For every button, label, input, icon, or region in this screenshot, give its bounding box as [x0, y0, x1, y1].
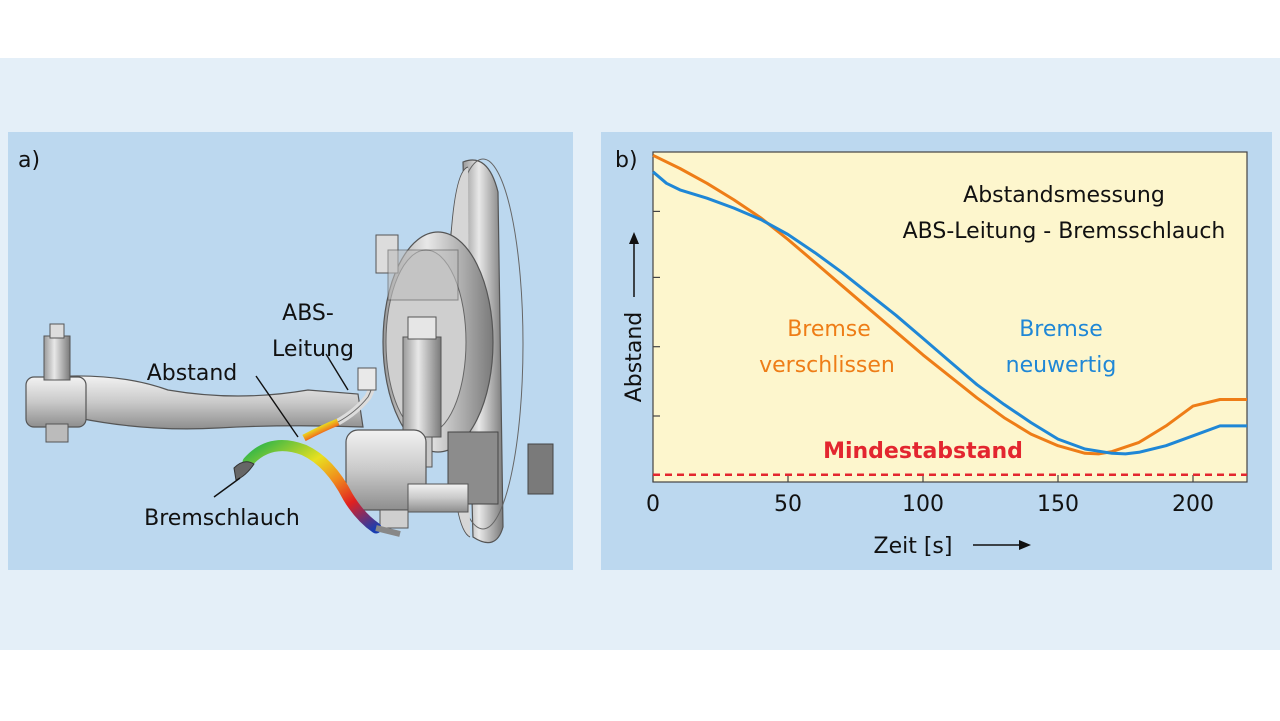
worn-series-label-2: verschlissen — [759, 353, 895, 378]
y-axis-label: Abstand — [622, 312, 647, 403]
min-distance-label: Mindestabstand — [823, 439, 1023, 464]
panel-b: b) 0 50 100 150 200 Abstandsmessung ABS-Leit… — [601, 132, 1272, 570]
x-tick-label: 100 — [902, 492, 944, 517]
panel-b-label: b) — [615, 148, 638, 173]
y-axis-ticks — [653, 210, 660, 417]
worn-series-label-1: Bremse — [787, 317, 871, 342]
abs-line-label-2: Leitung — [272, 337, 354, 362]
distance-chart: 0 50 100 150 200 Abstandsmessung ABS-Leitung… — [622, 151, 1248, 559]
plot-area — [652, 151, 1248, 483]
chart-title-line-1: Abstandsmessung — [963, 183, 1165, 208]
hose-leader-line — [213, 477, 241, 498]
panel-a: a) — [8, 132, 573, 570]
distance-label: Abstand — [147, 361, 238, 386]
panel-a-label: a) — [18, 148, 41, 173]
brake-assembly-illustration: ABS- Leitung Abstand Bremschlauch — [25, 158, 554, 544]
new-brake-line — [652, 170, 1247, 456]
brake-hose-label: Bremschlauch — [144, 506, 300, 531]
new-series-label-1: Bremse — [1019, 317, 1103, 342]
worn-brake-line — [652, 153, 1247, 456]
abs-line-label-1: ABS- — [282, 301, 334, 326]
new-series-label-2: neuwertig — [1006, 353, 1117, 378]
brake-caliper — [345, 429, 554, 529]
control-arm — [25, 323, 364, 443]
x-axis-label-group: Zeit [s] — [874, 534, 1031, 559]
x-axis-arrow-head — [1019, 540, 1031, 550]
chart-title-line-2: ABS-Leitung - Bremsschlauch — [903, 219, 1226, 244]
y-axis-arrow-head — [629, 232, 639, 244]
knuckle — [402, 316, 442, 468]
x-tick-label: 50 — [774, 492, 802, 517]
abs-leader-line — [325, 353, 349, 391]
y-axis-label-group: Abstand — [622, 232, 647, 402]
x-axis-ticks: 0 50 100 150 200 — [646, 475, 1214, 517]
x-tick-label: 0 — [646, 492, 660, 517]
abs-line — [302, 367, 377, 442]
x-axis-label: Zeit [s] — [874, 534, 953, 559]
series-layer — [652, 153, 1247, 476]
x-tick-label: 150 — [1037, 492, 1079, 517]
distance-leader-line — [255, 375, 299, 438]
x-tick-label: 200 — [1172, 492, 1214, 517]
brake-hose — [233, 440, 401, 537]
